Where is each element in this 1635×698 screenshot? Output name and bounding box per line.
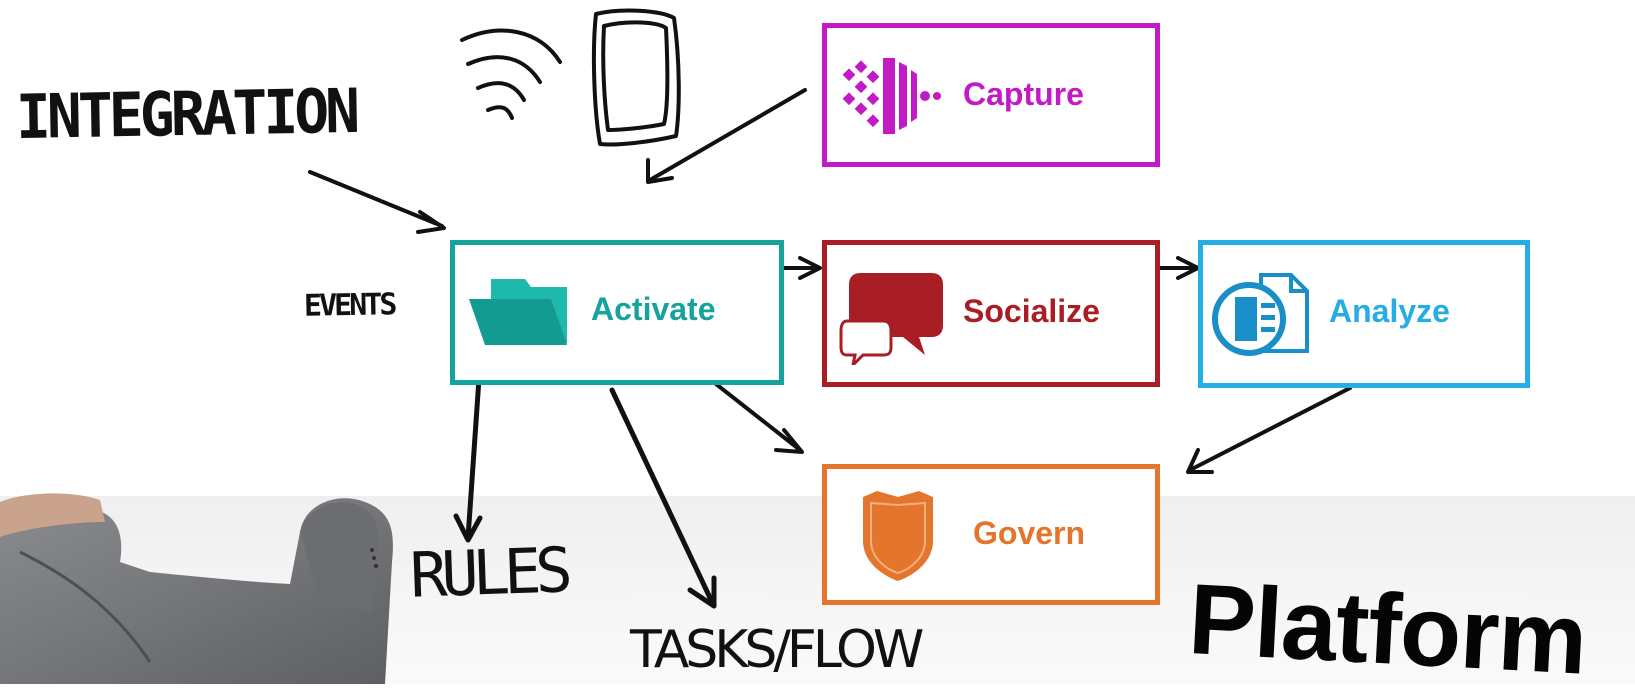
- tasks-flow-label: TASKS/FLOW: [630, 620, 924, 680]
- businessman-photo: [0, 493, 393, 684]
- activate-label: Activate: [591, 291, 716, 327]
- events-label: EVENTS: [303, 287, 395, 324]
- tablet-icon: [591, 8, 681, 147]
- documents-icon: [1212, 273, 1309, 356]
- arrow-analyze-to-govern: [1186, 386, 1352, 474]
- integration-label: INTEGRATION: [15, 75, 357, 153]
- socialize-label: Socialize: [963, 293, 1100, 329]
- arrow-integration-to-activate: [308, 170, 446, 234]
- socialize-box: Socialize: [822, 240, 1160, 387]
- analyze-label: Analyze: [1329, 293, 1450, 329]
- folder-icon: [469, 279, 567, 345]
- capture-label: Capture: [963, 76, 1084, 112]
- arrow-activate-to-rules: [453, 361, 483, 543]
- arrow-activate-to-tasks: [609, 387, 717, 609]
- shield-icon: [863, 491, 933, 581]
- connector-layer: [308, 8, 1352, 609]
- capture-box: Capture: [822, 23, 1160, 167]
- arrow-capture-to-device: [646, 88, 807, 184]
- speech-bubbles-icon: [839, 273, 943, 365]
- govern-box: Govern: [822, 464, 1160, 605]
- capture-icon: [842, 58, 941, 134]
- rules-label: RULES: [408, 533, 568, 612]
- govern-label: Govern: [973, 515, 1086, 551]
- analyze-box: Analyze: [1198, 240, 1530, 388]
- activate-box: Activate: [450, 240, 784, 385]
- platform-title: Platform: [1186, 562, 1590, 696]
- wireless-signal-icon: [460, 28, 562, 120]
